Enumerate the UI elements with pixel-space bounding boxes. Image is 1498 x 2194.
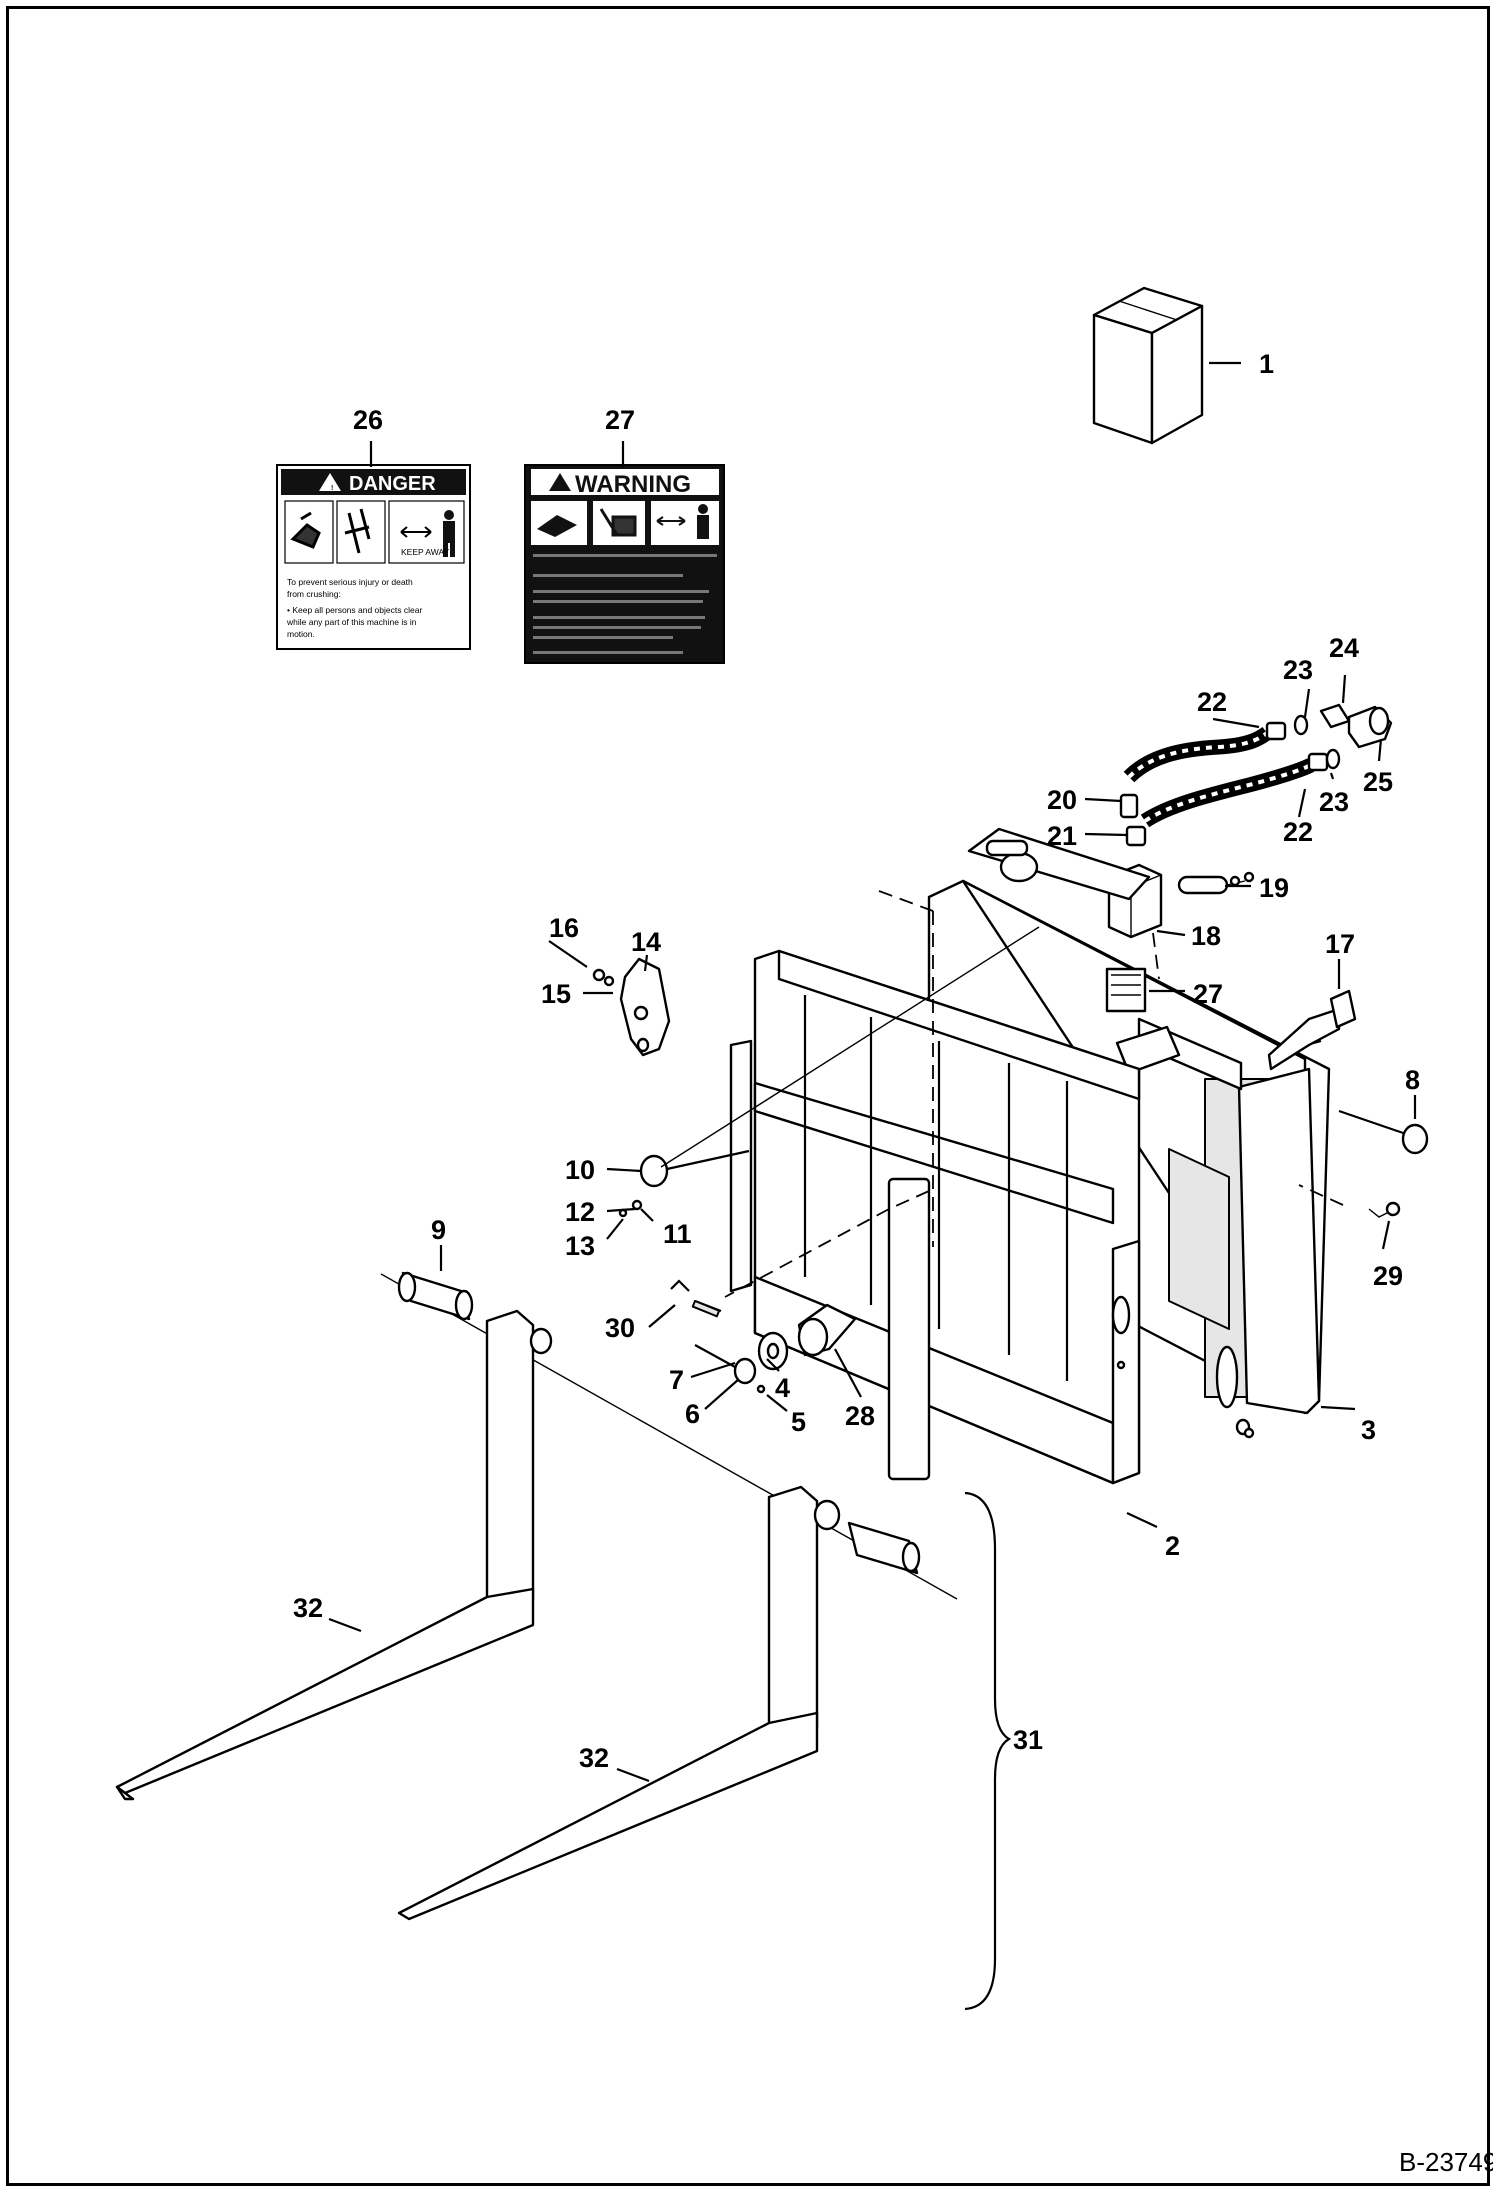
callout-19: 19: [1259, 873, 1289, 903]
leader-lines: [328, 441, 1417, 1783]
callout-13: 13: [565, 1231, 595, 1261]
callout-12: 12: [565, 1197, 595, 1227]
callout-32b: 32: [579, 1743, 609, 1773]
callout-8: 8: [1405, 1065, 1420, 1095]
callout-31: 31: [1013, 1725, 1043, 1755]
callout-4: 4: [775, 1373, 790, 1403]
danger-decal-line-2: from crushing:: [287, 589, 341, 599]
warning-decal-header: WARNING: [575, 471, 691, 498]
callout-6: 6: [685, 1399, 700, 1429]
callout-14: 14: [631, 927, 661, 957]
pins-and-bolts: [618, 989, 1429, 1218]
callout-9: 9: [431, 1215, 446, 1245]
danger-decal-line-5: motion.: [287, 629, 315, 639]
warning-decal: WARNING: [524, 464, 725, 664]
assembly-brace: [964, 1491, 1012, 2011]
callout-22a: 22: [1197, 687, 1227, 717]
callout-32a: 32: [293, 1593, 323, 1623]
danger-decal-line-3: • Keep all persons and objects clear: [287, 605, 422, 615]
callout-11: 11: [663, 1219, 692, 1249]
callout-3: 3: [1361, 1415, 1376, 1445]
danger-decal: ! DANGER KEEP AWAY To prevent serious in…: [276, 464, 471, 650]
latch-assembly: [1215, 1345, 1255, 1439]
callout-20: 20: [1047, 785, 1077, 815]
callout-26: 26: [353, 405, 383, 435]
exploded-parts-diagram: ! DANGER KEEP AWAY To prevent serious in…: [115, 286, 1493, 2177]
callout-29: 29: [1373, 1261, 1403, 1291]
danger-decal-line-1: To prevent serious injury or death: [287, 577, 413, 587]
callout-25: 25: [1363, 767, 1393, 797]
axle-hardware: [670, 1279, 857, 1394]
callout-22b: 22: [1283, 817, 1313, 847]
mounting-bracket: [592, 957, 671, 1057]
kit-box: [1092, 286, 1241, 445]
callout-24: 24: [1329, 633, 1359, 663]
callout-23b: 23: [1319, 787, 1349, 817]
callout-30: 30: [605, 1313, 635, 1343]
callout-23a: 23: [1283, 655, 1313, 685]
callout-5: 5: [791, 1407, 806, 1437]
danger-decal-header: DANGER: [349, 473, 436, 495]
svg-text:KEEP AWAY: KEEP AWAY: [401, 547, 450, 557]
callout-27b: 27: [1193, 979, 1223, 1009]
callouts: 1 2 3 4 5 6 7 8 9 10 11 12 13 14 15 16 1…: [293, 349, 1420, 1773]
callout-27a: 27: [605, 405, 635, 435]
callout-16: 16: [549, 913, 579, 943]
callout-17: 17: [1325, 929, 1355, 959]
fork-left: [115, 1271, 553, 1801]
reference-number: B-23749: [1399, 2147, 1493, 2177]
svg-text:!: !: [331, 485, 333, 492]
callout-1: 1: [1259, 349, 1274, 379]
callout-2: 2: [1165, 1531, 1180, 1561]
callout-18: 18: [1191, 921, 1221, 951]
callout-28: 28: [845, 1401, 875, 1431]
drawing-frame: ! DANGER KEEP AWAY To prevent serious in…: [6, 6, 1493, 2186]
callout-15: 15: [541, 979, 571, 1009]
danger-decal-line-4: while any part of this machine is in: [286, 617, 417, 627]
callout-10: 10: [565, 1155, 595, 1185]
fork-right: [397, 1485, 921, 1921]
hydraulic-hoses: [1119, 703, 1393, 847]
callout-21: 21: [1047, 821, 1077, 851]
callout-7: 7: [669, 1365, 684, 1395]
